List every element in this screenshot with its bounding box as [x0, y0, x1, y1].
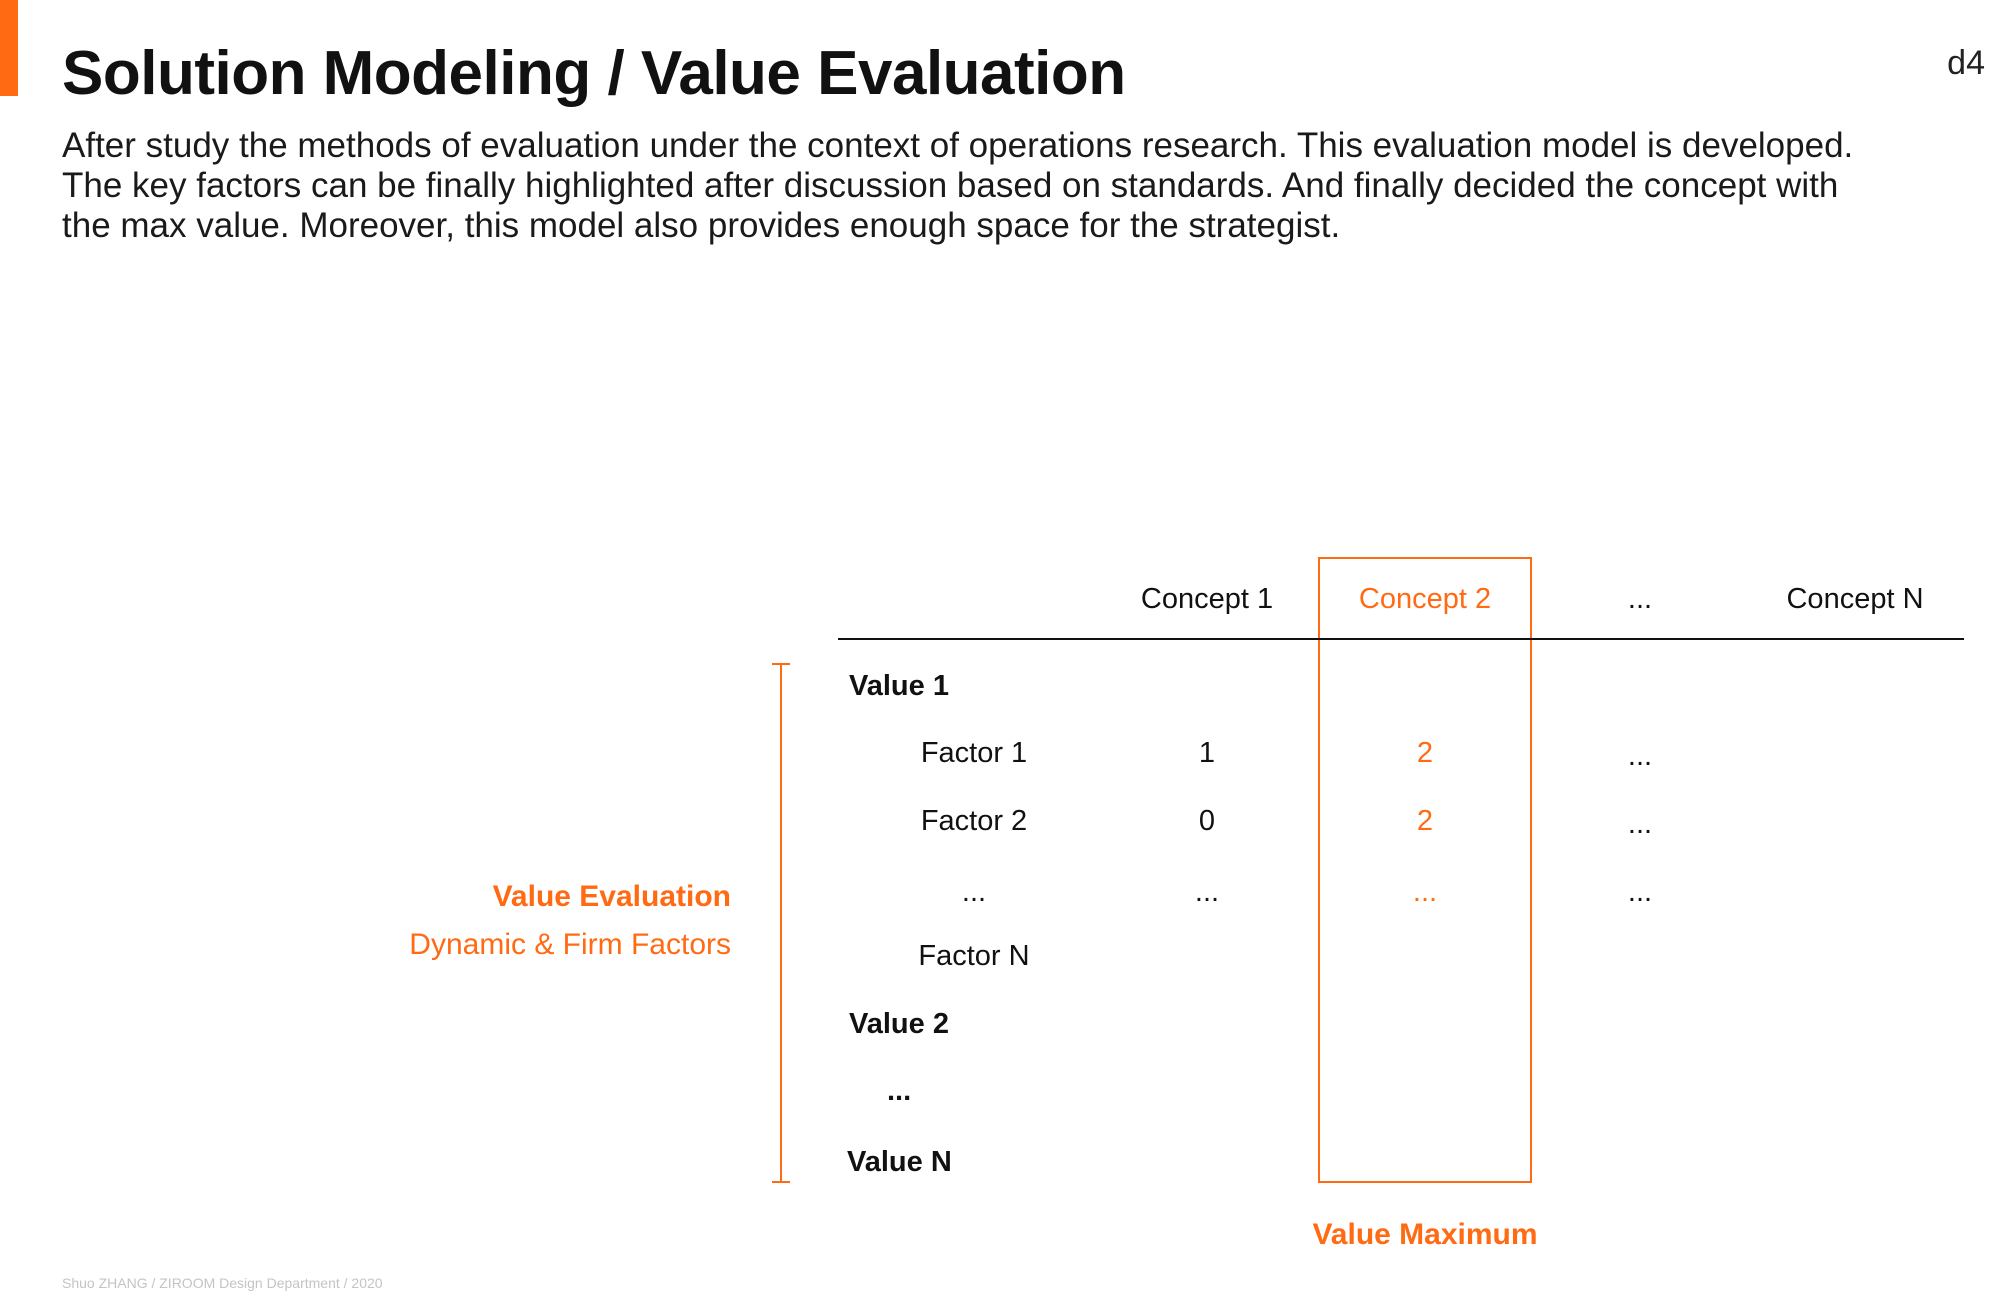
header-rule	[838, 638, 1964, 640]
row-factor-ellipsis: ...	[961, 876, 987, 908]
row-factor-1: Factor 1	[920, 737, 1028, 769]
row-value-ellipsis: ...	[887, 1075, 912, 1107]
value-evaluation-label: Value Evaluation	[492, 880, 731, 913]
cell-factor-1-concept-2: 2	[1416, 737, 1434, 769]
bracket-line	[780, 663, 782, 1183]
page-title: Solution Modeling / Value Evaluation	[62, 39, 1126, 108]
column-header-concept-n: Concept N	[1786, 583, 1924, 615]
column-header-concept-2: Concept 2	[1358, 583, 1492, 615]
factors-sublabel: Dynamic & Firm Factors	[409, 928, 731, 961]
bracket-cap-bottom	[772, 1181, 790, 1183]
row-value-2: Value 2	[849, 1008, 949, 1040]
intro-line: The key factors can be finally highlight…	[62, 166, 1839, 205]
accent-bar	[0, 0, 18, 96]
column-header-concept-1: Concept 1	[1140, 583, 1274, 615]
row-factor-n: Factor N	[918, 940, 1030, 972]
row-value-n: Value N	[847, 1146, 952, 1178]
intro-line: the max value. Moreover, this model also…	[62, 206, 1341, 245]
value-maximum-label: Value Maximum	[1312, 1218, 1538, 1251]
cell-ellipsis-ellipsis: ...	[1627, 876, 1653, 908]
page-number: d4	[1947, 44, 1985, 82]
cell-factor-2-ellipsis: ...	[1627, 808, 1653, 840]
cell-ellipsis-concept-2: ...	[1412, 876, 1438, 908]
intro-line: After study the methods of evaluation un…	[62, 126, 1854, 165]
cell-factor-2-concept-2: 2	[1416, 805, 1434, 837]
intro-paragraph: After study the methods of evaluation un…	[62, 126, 1962, 246]
column-header-ellipsis: ...	[1627, 583, 1653, 615]
bracket-cap-top	[772, 663, 790, 665]
row-factor-2: Factor 2	[920, 805, 1028, 837]
concept-2-highlight-box	[1318, 557, 1532, 1183]
cell-factor-2-concept-1: 0	[1198, 805, 1216, 837]
cell-ellipsis-concept-1: ...	[1194, 876, 1220, 908]
row-value-1: Value 1	[849, 670, 949, 702]
cell-factor-1-concept-1: 1	[1198, 737, 1216, 769]
cell-factor-1-ellipsis: ...	[1627, 740, 1653, 772]
footer-credit: Shuo ZHANG / ZIROOM Design Department / …	[62, 1275, 383, 1291]
